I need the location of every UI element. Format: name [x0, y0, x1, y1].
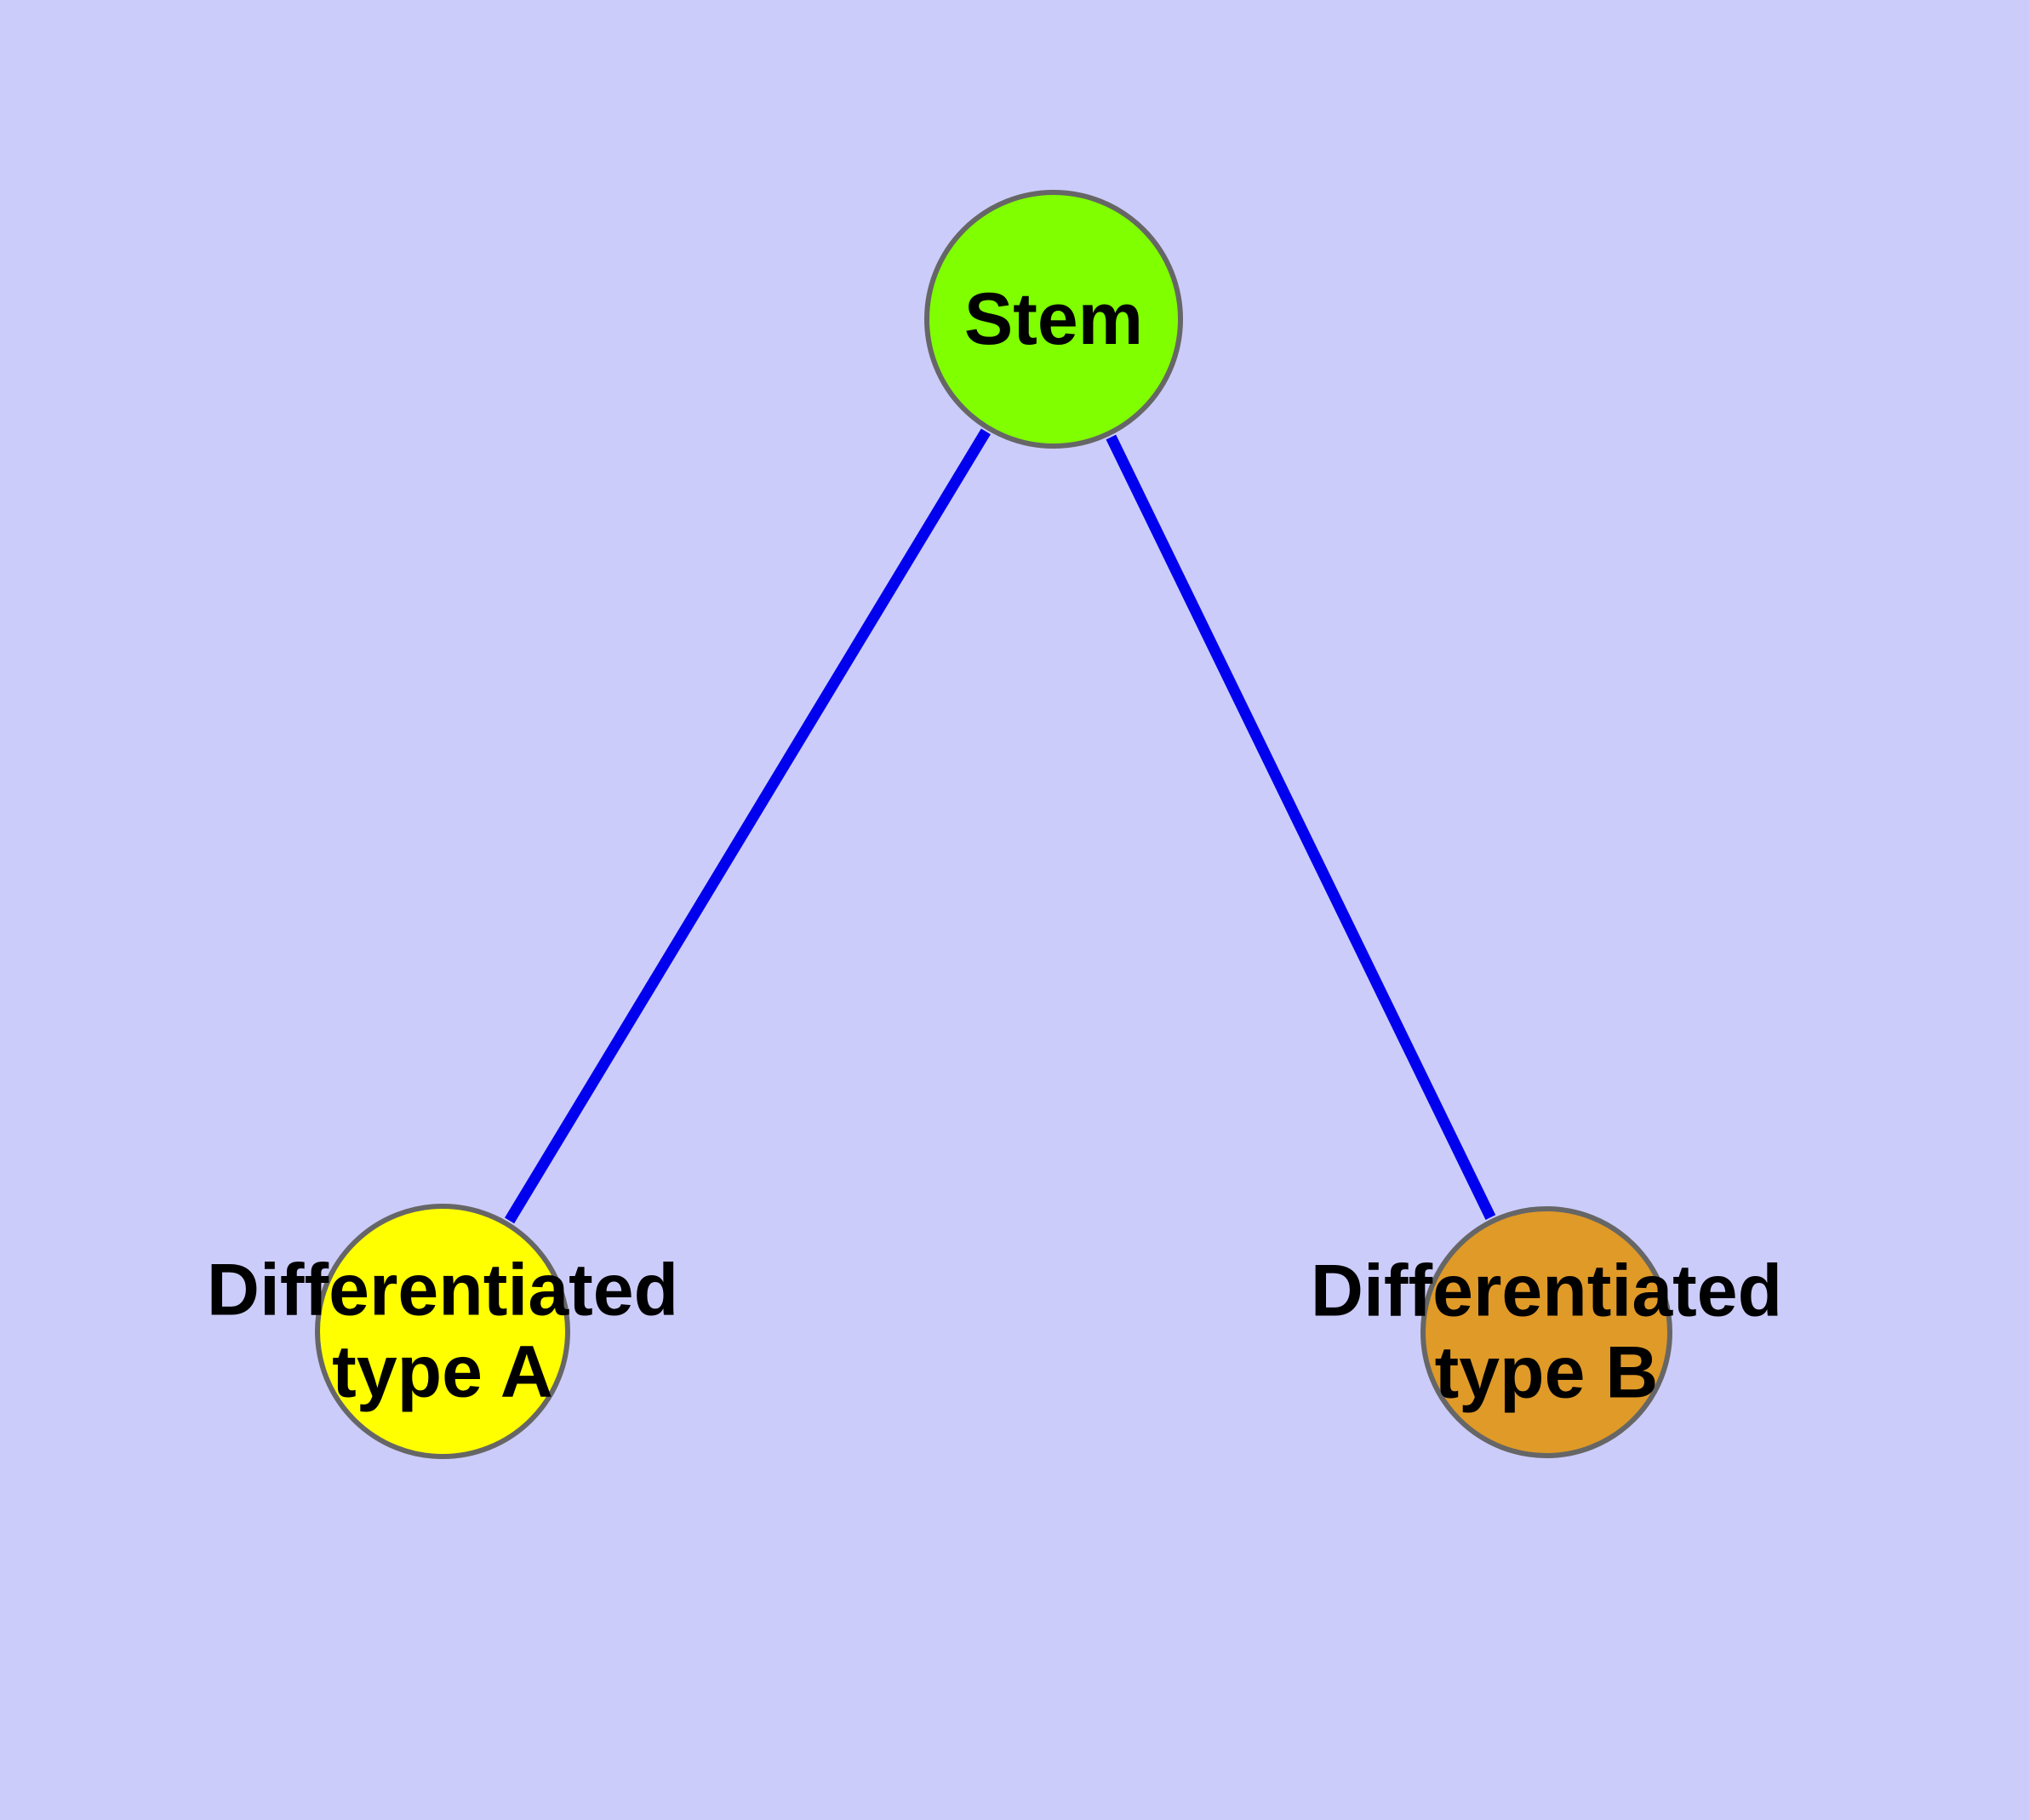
- graph-node-stem[interactable]: Stem: [924, 190, 1183, 449]
- graph-edge: [1106, 434, 1496, 1220]
- graph-edge: [505, 428, 991, 1224]
- graph-node-diff_a[interactable]: Differentiated type A: [207, 1204, 678, 1459]
- node-circle-stem[interactable]: [924, 190, 1183, 449]
- graph-node-diff_b[interactable]: Differentiated type B: [1311, 1206, 1782, 1458]
- node-circle-diff_b[interactable]: [1420, 1206, 1672, 1458]
- node-circle-diff_a[interactable]: [315, 1204, 570, 1459]
